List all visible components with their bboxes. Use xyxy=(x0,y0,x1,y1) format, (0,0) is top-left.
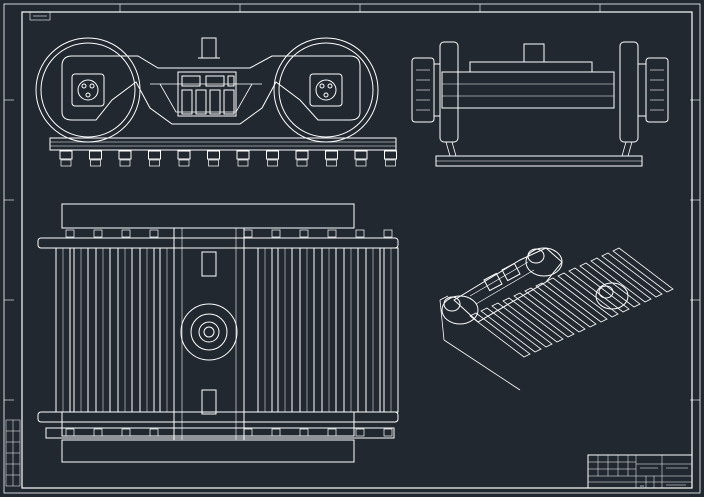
top-left-tag xyxy=(29,11,51,21)
tie-block xyxy=(59,150,73,167)
iso-slat xyxy=(601,252,663,298)
fastener xyxy=(149,229,159,437)
top-view xyxy=(37,203,399,463)
left-axle-box xyxy=(71,73,105,107)
fastener xyxy=(93,229,103,437)
iso-slat xyxy=(579,262,641,308)
spring-group xyxy=(177,71,237,117)
fastener xyxy=(299,229,309,437)
side-left-wheel xyxy=(411,41,459,143)
iso-slat xyxy=(469,312,531,358)
iso-slat xyxy=(480,307,542,353)
bolster-center xyxy=(173,227,245,441)
iso-slat xyxy=(502,297,564,343)
fastener xyxy=(355,229,365,437)
roller xyxy=(95,247,111,413)
roller xyxy=(343,247,359,413)
top-rollers xyxy=(55,247,399,413)
tie-block xyxy=(207,150,220,167)
revision-strip xyxy=(5,419,21,487)
tie-block xyxy=(295,150,309,167)
iso-slat xyxy=(491,302,553,348)
side-frame xyxy=(61,55,361,125)
side-view xyxy=(411,41,669,167)
center-plate xyxy=(180,303,238,361)
roller xyxy=(73,247,89,413)
tie-block xyxy=(266,150,279,167)
iso-slat xyxy=(524,287,586,333)
front-ties xyxy=(59,150,397,167)
tie-block xyxy=(177,150,191,167)
roller xyxy=(365,247,381,413)
iso-slat xyxy=(546,277,608,323)
tie-block xyxy=(354,150,368,167)
fastener xyxy=(383,229,393,437)
iso-wheel-far xyxy=(595,282,629,310)
front-view xyxy=(35,37,397,167)
roller xyxy=(117,247,133,413)
roller xyxy=(383,247,399,413)
side-right-wheel xyxy=(619,41,669,143)
title-block xyxy=(587,454,693,489)
iso-slat xyxy=(590,257,652,303)
roller xyxy=(55,247,71,413)
roller xyxy=(139,247,155,413)
tie-block xyxy=(325,150,338,167)
sheet-border xyxy=(3,3,701,494)
iso-slats xyxy=(469,247,674,358)
isometric-view xyxy=(439,247,674,391)
roller xyxy=(257,247,273,413)
tie-block xyxy=(236,150,250,167)
iso-slat xyxy=(513,292,575,338)
roller xyxy=(321,247,337,413)
fastener xyxy=(121,229,131,437)
roller xyxy=(277,247,293,413)
tie-block xyxy=(89,150,102,167)
front-base-rail xyxy=(49,137,397,151)
iso-slat xyxy=(535,282,597,328)
iso-slat xyxy=(612,247,674,293)
fastener xyxy=(271,229,281,437)
tie-block xyxy=(148,150,161,167)
fastener xyxy=(65,229,75,437)
iso-wheel-right xyxy=(525,247,563,277)
roller xyxy=(299,247,315,413)
right-axle-box xyxy=(309,73,343,107)
iso-slat xyxy=(557,272,619,318)
fastener xyxy=(327,229,337,437)
iso-wheel-left xyxy=(441,295,479,325)
tie-block xyxy=(384,150,397,167)
tie-block xyxy=(118,150,132,167)
